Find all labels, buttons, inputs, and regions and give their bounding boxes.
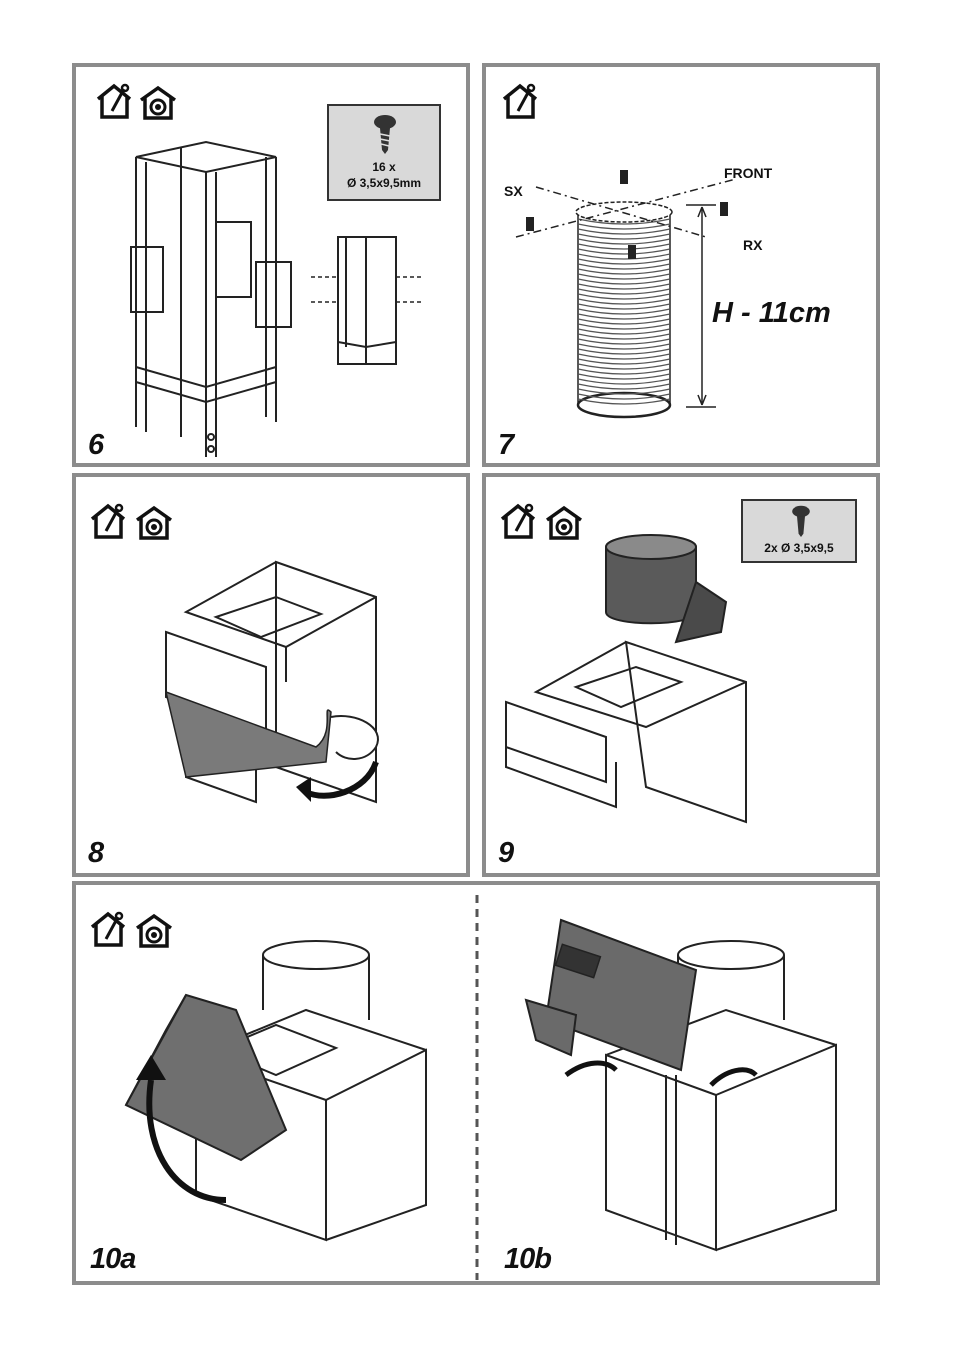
step-number: 7 [498, 429, 514, 461]
duct-rib [577, 393, 671, 400]
house-duct-icon [545, 505, 583, 540]
duct-rib [577, 363, 671, 370]
duct-rib [577, 233, 671, 240]
duct-rib [577, 218, 671, 225]
duct-rib [577, 248, 671, 255]
duct-rib [577, 278, 671, 285]
screw-size: Ø 3,5x9,5mm [346, 176, 422, 190]
duct-rib [577, 253, 671, 260]
frame-drawing [130, 140, 424, 457]
hood-unit-drawing [164, 560, 379, 804]
height-label: H - 11cm [712, 297, 831, 329]
duct-drawing [515, 170, 737, 419]
house-duct-icon [135, 505, 173, 540]
duct-rib [577, 348, 671, 355]
house-wrench-icon [90, 503, 126, 539]
duct-rib [577, 308, 671, 315]
step-number: 9 [498, 837, 514, 869]
duct-rib [577, 318, 671, 325]
duct-rib [577, 263, 671, 270]
screw-quantity-box: 2x Ø 3,5x9,5 [741, 499, 857, 563]
duct-rib [577, 323, 671, 330]
duct-rib [577, 283, 671, 290]
label-front: FRONT [724, 165, 773, 181]
house-duct-icon [139, 85, 177, 120]
duct-rib [577, 268, 671, 275]
label-sx: SX [504, 183, 523, 199]
duct-rib [577, 293, 671, 300]
duct-rib [577, 273, 671, 280]
hood-10b-drawing [524, 918, 837, 1252]
house-wrench-icon [500, 503, 536, 539]
screw-spec: 2x Ø 3,5x9,5 [764, 541, 834, 555]
panel-step-8: 8 [72, 473, 470, 877]
duct-rib [577, 373, 671, 380]
duct-rib [577, 368, 671, 375]
duct-rib [577, 353, 671, 360]
screw-icon [374, 115, 396, 154]
duct-rib [577, 328, 671, 335]
duct-rib [577, 338, 671, 345]
duct-rib [577, 358, 671, 365]
hood-with-adapter-drawing [505, 534, 747, 824]
house-wrench-icon [90, 911, 126, 947]
screw-icon [792, 505, 810, 537]
duct-rib [577, 223, 671, 230]
panel-step-9: 2x Ø 3,5x9,5 9 [482, 473, 880, 877]
duct-rib [577, 288, 671, 295]
divider-dashed-line [475, 895, 479, 1280]
step-number: 8 [88, 837, 104, 869]
panel-step-6: 16 x Ø 3,5x9,5mm 6 [72, 63, 470, 467]
duct-rib [577, 258, 671, 265]
panel-step-7: SX FRONT RX H - 11cm 7 [482, 63, 880, 467]
duct-rib [577, 228, 671, 235]
duct-rib [577, 398, 671, 405]
house-duct-icon [135, 913, 173, 948]
duct-rib [577, 298, 671, 305]
house-wrench-icon [502, 83, 538, 119]
duct-rib [577, 303, 671, 310]
duct-rib [577, 383, 671, 390]
step-number: 6 [88, 429, 104, 461]
duct-rib [577, 333, 671, 340]
screw-quantity: 16 x [372, 160, 396, 174]
label-rx: RX [743, 237, 763, 253]
house-wrench-icon [96, 83, 132, 119]
panel-step-10: 10a 10b [72, 881, 880, 1285]
duct-rib [577, 243, 671, 250]
duct-rib [577, 378, 671, 385]
hood-10a-drawing [124, 940, 427, 1242]
duct-rib [577, 238, 671, 245]
duct-rib [577, 343, 671, 350]
screw-quantity-box: 16 x Ø 3,5x9,5mm [327, 104, 441, 201]
step-number-10b: 10b [504, 1243, 552, 1275]
duct-rib [577, 388, 671, 395]
step-number-10a: 10a [90, 1243, 136, 1275]
duct-rib [577, 313, 671, 320]
